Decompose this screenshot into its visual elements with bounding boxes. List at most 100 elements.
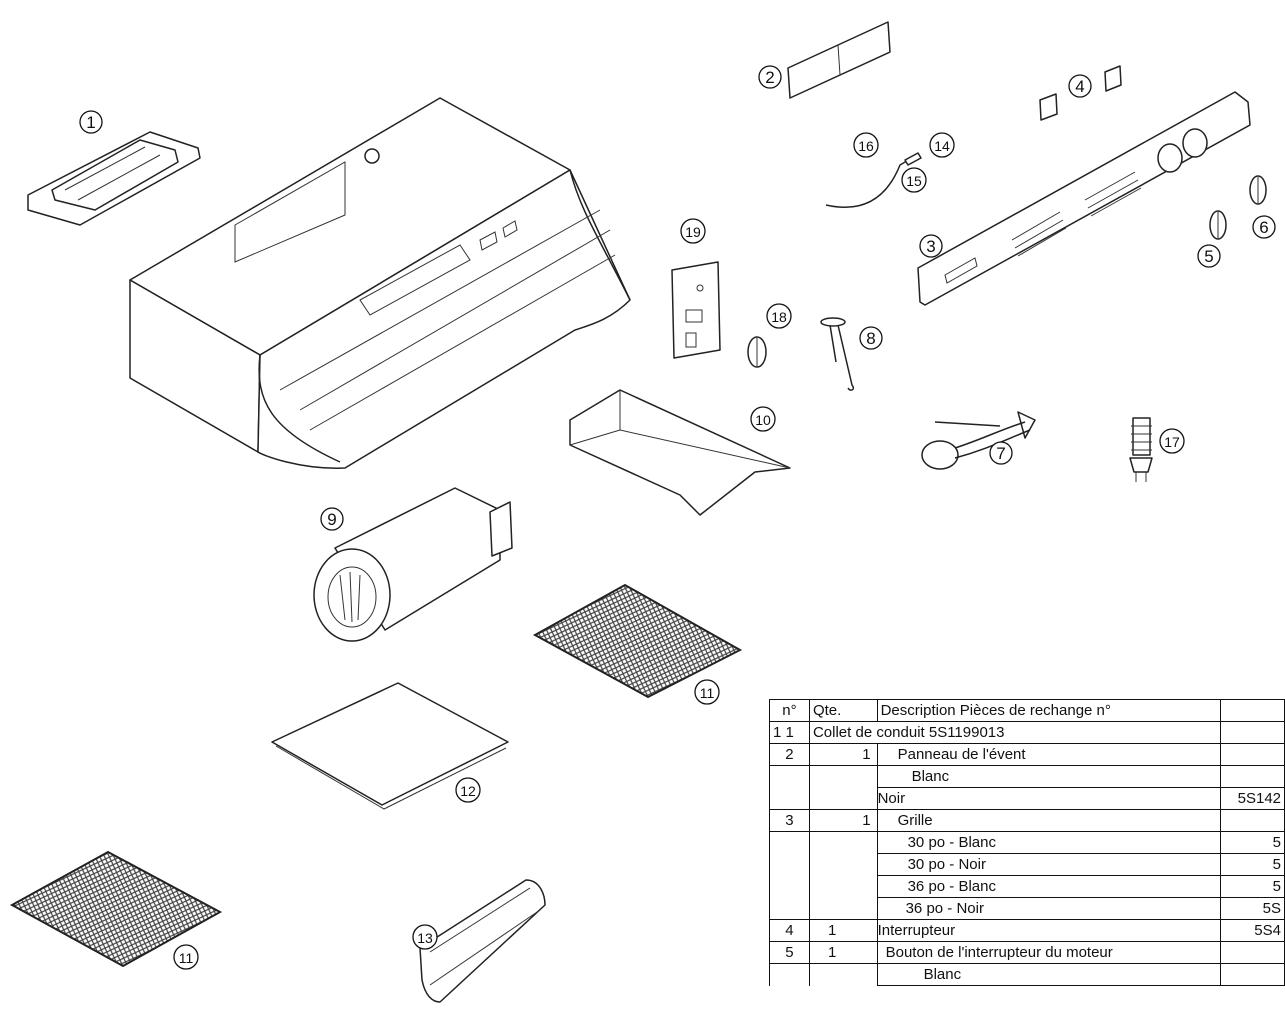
duct-collar-part <box>27 131 201 226</box>
row-part-number: 5S142 <box>1220 787 1285 810</box>
row-part-number <box>1220 743 1285 766</box>
svg-text:16: 16 <box>858 138 874 154</box>
callout-9: 9 <box>320 507 344 531</box>
callout-12: 12 <box>455 777 481 803</box>
svg-text:7: 7 <box>996 444 1005 463</box>
blower-part <box>313 487 513 642</box>
switches-part <box>1039 65 1122 121</box>
callout-11-upper: 11 <box>694 679 720 705</box>
callout-7: 7 <box>989 441 1013 465</box>
grease-filter-part <box>9 583 743 968</box>
svg-text:8: 8 <box>866 329 875 348</box>
svg-text:14: 14 <box>934 138 950 154</box>
row-part-number <box>1220 963 1285 986</box>
row-description: Noir <box>876 787 1222 810</box>
table-row: 5 1 Bouton de l'interrupteur du moteur <box>769 941 1285 964</box>
table-row: 30 po - Blanc 5 <box>769 831 1285 854</box>
callout-16: 16 <box>853 132 879 158</box>
header-description: Description Pièces de rechange n° <box>876 699 1222 722</box>
svg-text:13: 13 <box>417 930 433 946</box>
motor-knob-part <box>747 336 767 368</box>
row-number: 2 <box>769 743 810 766</box>
table-row: 36 po - Blanc 5 <box>769 875 1285 898</box>
grille-part <box>917 91 1251 306</box>
table-row: 2 1 Panneau de l'évent <box>769 743 1285 766</box>
row-part-number: 5 <box>1220 831 1285 854</box>
row-description: Panneau de l'évent <box>876 743 1222 766</box>
header-qty: Qte. <box>808 699 878 722</box>
callout-3: 3 <box>919 234 943 258</box>
svg-text:2: 2 <box>765 68 774 87</box>
callout-17: 17 <box>1159 428 1185 454</box>
row-number: 5 <box>769 941 810 964</box>
row-description: Collet de conduit 5S1199013 <box>808 721 1222 744</box>
svg-text:10: 10 <box>755 412 771 428</box>
svg-text:3: 3 <box>926 237 935 256</box>
callout-14: 14 <box>929 132 955 158</box>
row-part-number <box>1220 765 1285 788</box>
row-part-number: 5 <box>1220 853 1285 876</box>
svg-text:4: 4 <box>1075 77 1084 96</box>
row-part-number: 5 <box>1220 875 1285 898</box>
svg-text:9: 9 <box>327 510 336 529</box>
row-description: 36 po - Noir <box>876 897 1222 920</box>
lamp-socket-part <box>820 317 855 391</box>
table-row: Noir 5S142 <box>769 787 1285 810</box>
row-description: 36 po - Blanc <box>876 875 1222 898</box>
svg-text:12: 12 <box>460 783 476 799</box>
switch-box-part <box>671 261 721 359</box>
diffuser-tray-part <box>569 389 791 516</box>
row-qty: 1 <box>808 941 878 964</box>
plate-part <box>271 682 509 810</box>
bulb-part <box>1129 417 1153 482</box>
row-number: 4 <box>769 919 810 942</box>
svg-text:19: 19 <box>685 224 701 240</box>
svg-text:5: 5 <box>1204 247 1213 266</box>
row-description: Blanc <box>876 765 1222 788</box>
svg-text:11: 11 <box>700 685 715 701</box>
table-row: 1 1 Collet de conduit 5S1199013 <box>769 721 1285 744</box>
row-number-qty: 1 1 <box>769 721 810 744</box>
row-part-number: 5S <box>1220 897 1285 920</box>
table-row: 4 1 Interrupteur 5S4 <box>769 919 1285 942</box>
parts-list-table: n° Qte. Description Pièces de rechange n… <box>769 699 1285 986</box>
vent-panel-part <box>787 21 891 99</box>
table-row: Blanc <box>769 963 1285 986</box>
callout-19: 19 <box>680 218 706 244</box>
svg-text:6: 6 <box>1259 218 1268 237</box>
svg-text:15: 15 <box>906 173 922 189</box>
row-description: Grille <box>876 809 1222 832</box>
callout-6: 6 <box>1252 215 1276 239</box>
callout-2: 2 <box>758 65 782 89</box>
row-part-number <box>1220 809 1285 832</box>
wire-connector-part <box>825 152 922 208</box>
knob-parts <box>1209 175 1267 240</box>
table-row: Blanc <box>769 765 1285 788</box>
callout-13: 13 <box>412 924 438 950</box>
row-description: 30 po - Noir <box>876 853 1222 876</box>
callout-10: 10 <box>750 406 776 432</box>
callout-18: 18 <box>766 303 792 329</box>
clip-part <box>419 879 546 1003</box>
range-hood-body <box>129 97 631 469</box>
row-part-number: 5S4 <box>1220 919 1285 942</box>
row-description: Blanc <box>876 963 1222 986</box>
row-description: Bouton de l'interrupteur du moteur <box>876 941 1222 964</box>
svg-text:17: 17 <box>1164 434 1180 450</box>
row-qty: 1 <box>808 809 878 832</box>
callout-1: 1 <box>79 110 103 134</box>
table-row: 30 po - Noir 5 <box>769 853 1285 876</box>
svg-text:1: 1 <box>86 113 95 132</box>
wiring-harness-part <box>921 411 1036 470</box>
callout-8: 8 <box>859 326 883 350</box>
table-row: 3 1 Grille <box>769 809 1285 832</box>
row-part-number <box>1220 721 1285 744</box>
svg-text:11: 11 <box>179 950 194 966</box>
row-part-number <box>1220 941 1285 964</box>
table-header-row: n° Qte. Description Pièces de rechange n… <box>769 699 1285 722</box>
row-qty: 1 <box>808 743 878 766</box>
callout-5: 5 <box>1197 244 1221 268</box>
header-number: n° <box>769 699 810 722</box>
row-description: Interrupteur <box>876 919 1222 942</box>
